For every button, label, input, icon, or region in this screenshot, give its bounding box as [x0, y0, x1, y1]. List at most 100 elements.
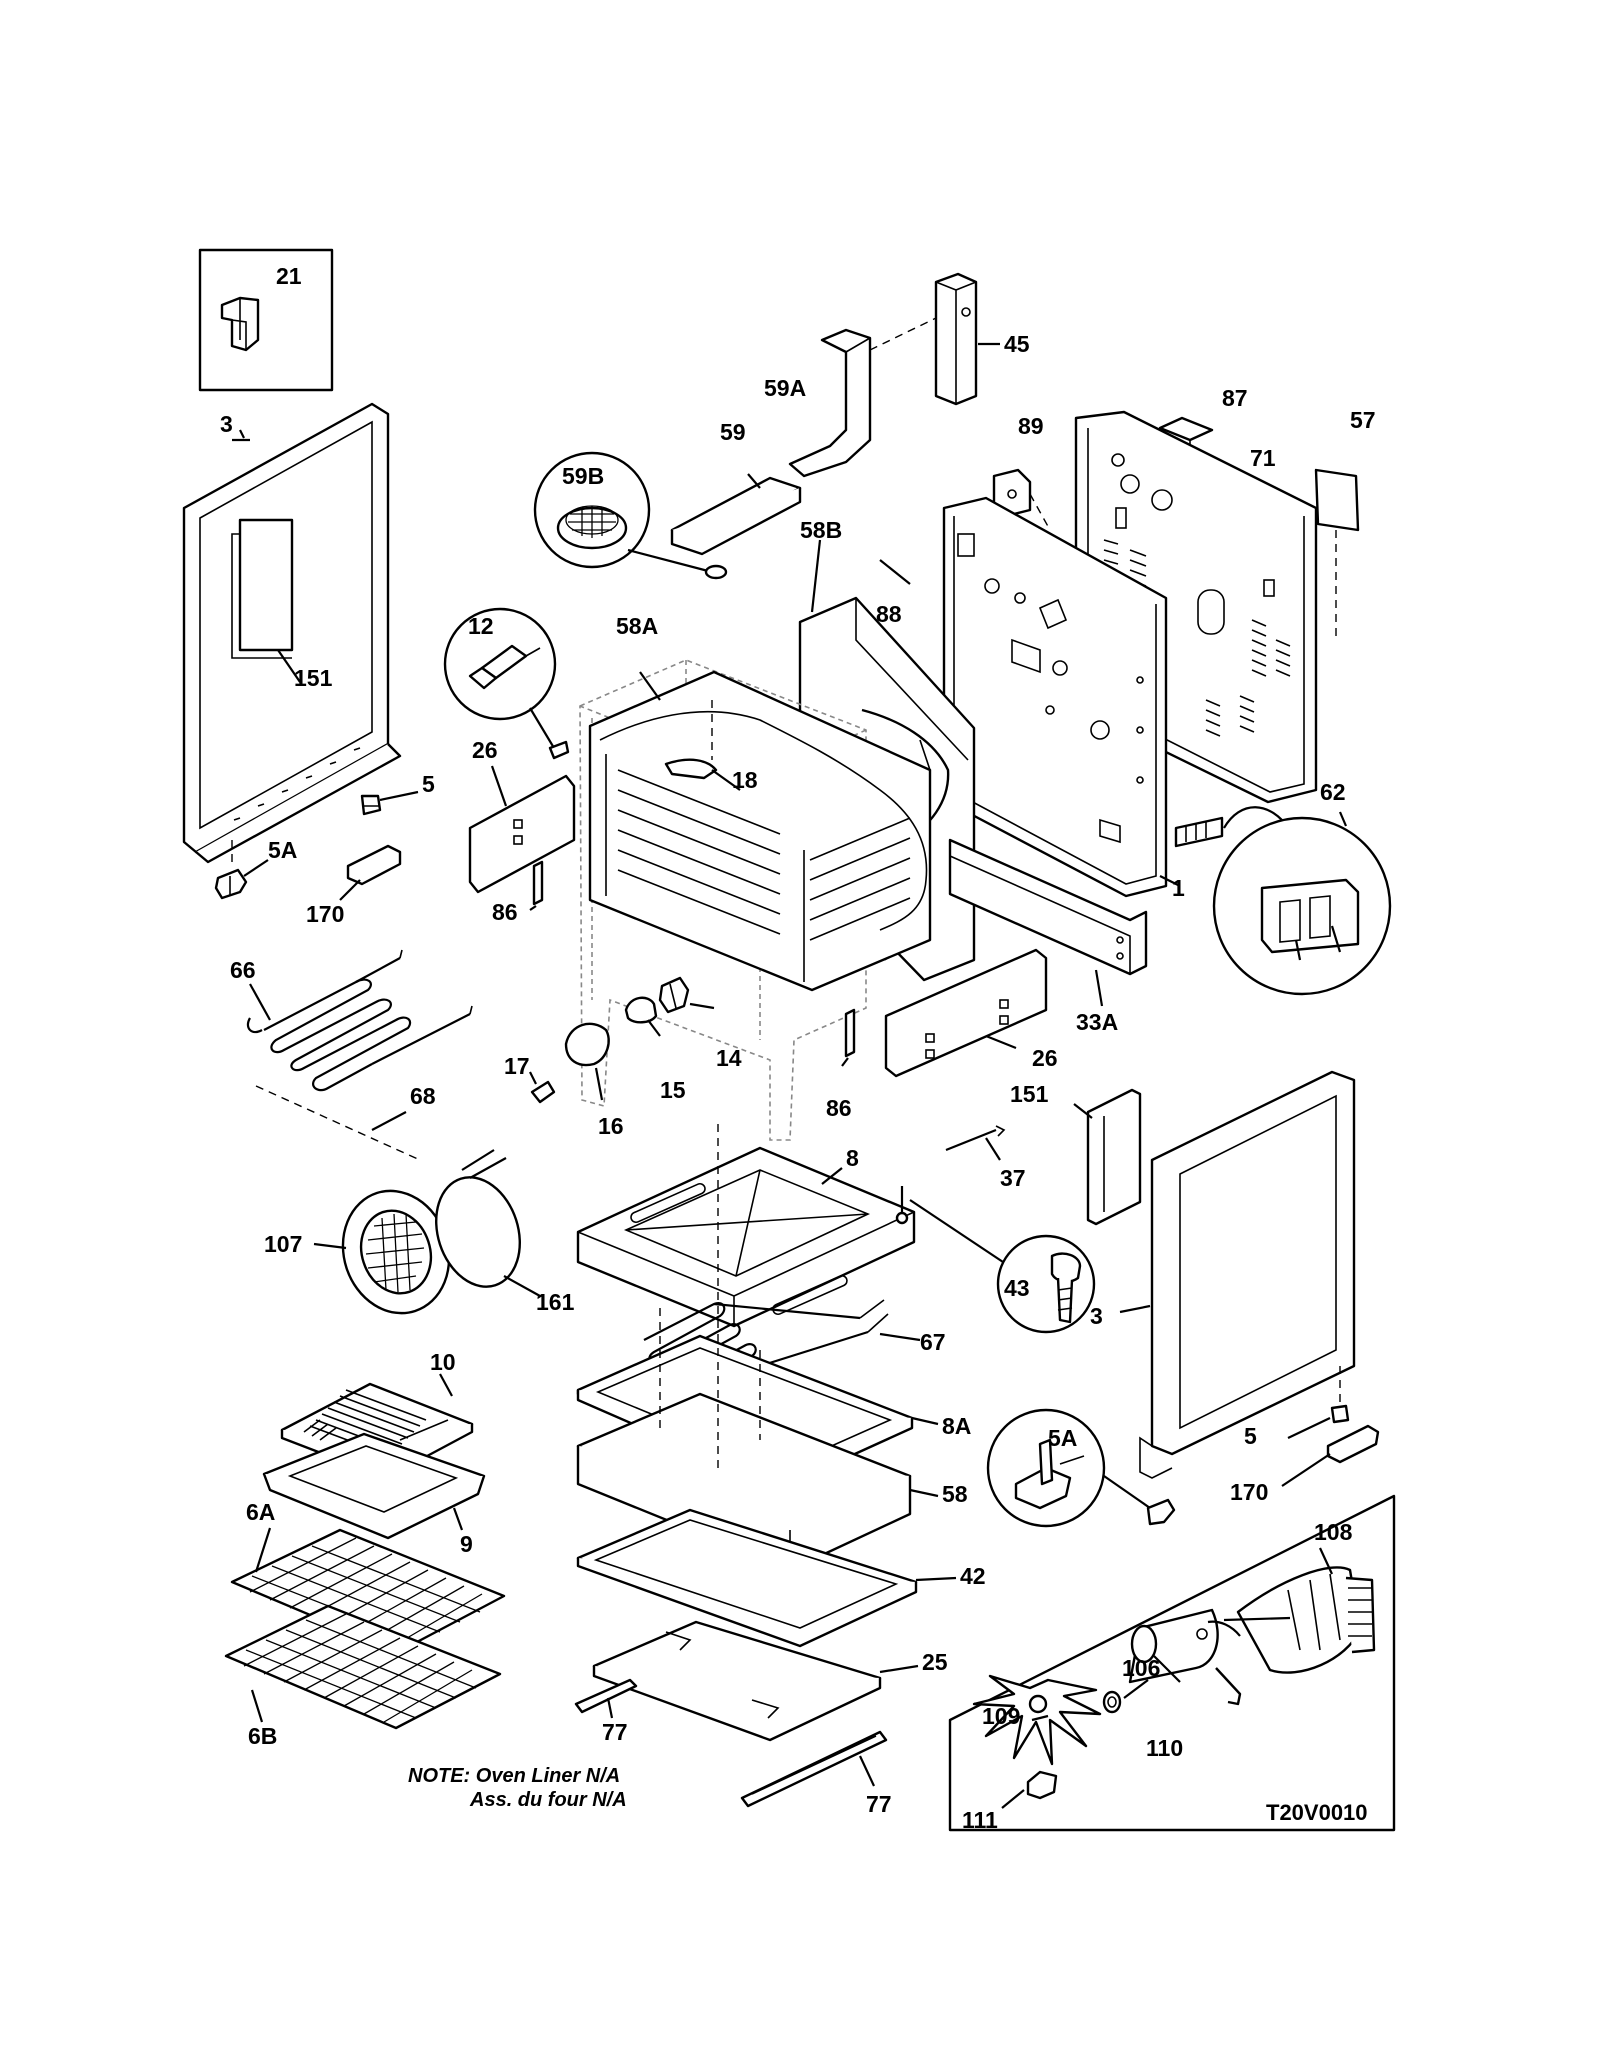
- part-43-inset: [895, 1186, 1096, 1334]
- callout-110: 110: [1146, 1735, 1183, 1761]
- callout-43: 43: [1004, 1275, 1030, 1301]
- part-42: [576, 1508, 957, 1648]
- part-161: [435, 1149, 541, 1297]
- part-5-right: [1287, 1366, 1350, 1439]
- callout-62: 62: [1320, 779, 1346, 805]
- callout-151-left: 151: [294, 665, 333, 691]
- part-58a-wrapper: [588, 670, 932, 992]
- part-77-right: [740, 1730, 888, 1808]
- callout-108: 108: [1314, 1519, 1353, 1545]
- callout-111: 111: [962, 1807, 998, 1833]
- callout-68: 68: [410, 1083, 436, 1109]
- callout-8a: 8A: [942, 1413, 971, 1439]
- callout-59: 59: [720, 419, 746, 445]
- part-33a: [948, 838, 1148, 1007]
- callout-3-left: 3: [220, 411, 233, 437]
- callout-170-right: 170: [1230, 1479, 1268, 1505]
- convection-fan-inset: [948, 1494, 1396, 1832]
- callout-12: 12: [468, 613, 494, 639]
- part-14: [658, 976, 715, 1014]
- part-5a-right-inset: [986, 1408, 1176, 1528]
- part-45: [934, 272, 1000, 406]
- part-16: [564, 1022, 610, 1101]
- part-1: [942, 496, 1181, 898]
- callout-33a: 33A: [1076, 1009, 1118, 1035]
- callout-9: 9: [460, 1531, 473, 1557]
- part-15: [624, 996, 661, 1037]
- part-25: [592, 1620, 919, 1742]
- part-62: [1174, 806, 1392, 996]
- callout-45: 45: [1004, 331, 1030, 357]
- callout-26-right: 26: [1032, 1045, 1058, 1071]
- part-9: [262, 1432, 486, 1540]
- callout-151-right: 151: [1010, 1081, 1049, 1107]
- callout-106: 106: [1122, 1655, 1160, 1681]
- callout-86-left: 86: [492, 899, 518, 925]
- part-170-right: [1281, 1424, 1380, 1487]
- part-37: [945, 1125, 1006, 1161]
- part-21-inset: [198, 248, 334, 392]
- drawing-code: T20V0010: [1266, 1800, 1368, 1825]
- callout-25: 25: [922, 1649, 948, 1675]
- part-5-left: [360, 790, 419, 816]
- callout-15: 15: [660, 1077, 686, 1103]
- callout-26-left: 26: [472, 737, 498, 763]
- part-57: [1314, 468, 1360, 640]
- part-66-element: [246, 949, 473, 1092]
- callout-5-right: 5: [1244, 1423, 1257, 1449]
- callout-18: 18: [732, 767, 758, 793]
- callout-6b: 6B: [248, 1723, 277, 1749]
- callout-37: 37: [1000, 1165, 1026, 1191]
- part-86-left: [529, 860, 544, 911]
- note-line-2: Ass. du four N/A: [469, 1789, 627, 1811]
- callout-labels: 21 45 59A 87 57 89 71 59 59B 58B 88 3 12…: [220, 263, 1376, 1833]
- callout-5-left: 5: [422, 771, 435, 797]
- note-line-1: NOTE: Oven Liner N/A: [408, 1765, 620, 1787]
- callout-161: 161: [536, 1289, 575, 1315]
- part-17: [529, 1071, 556, 1104]
- callout-58b: 58B: [800, 517, 842, 543]
- callout-77-left: 77: [602, 1719, 628, 1745]
- part-26-left: [468, 765, 576, 894]
- part-58: [576, 1124, 939, 1572]
- callout-10: 10: [430, 1349, 456, 1375]
- part-8: [576, 1146, 916, 1328]
- part-107: [313, 1189, 451, 1315]
- callout-88: 88: [876, 601, 902, 627]
- part-26-right: [884, 948, 1048, 1078]
- callout-42: 42: [960, 1563, 986, 1589]
- callout-89: 89: [1018, 413, 1044, 439]
- part-170-left: [339, 844, 402, 901]
- callout-57: 57: [1350, 407, 1376, 433]
- part-5a-left: [214, 840, 269, 900]
- callout-77-right: 77: [866, 1791, 892, 1817]
- part-86-right: [841, 1008, 856, 1067]
- part-59a: [788, 317, 937, 478]
- callout-5a-left: 5A: [268, 837, 297, 863]
- callout-58: 58: [942, 1481, 968, 1507]
- callout-71: 71: [1250, 445, 1276, 471]
- callout-17: 17: [504, 1053, 530, 1079]
- callout-107: 107: [264, 1231, 302, 1257]
- callout-1: 1: [1172, 875, 1185, 901]
- callout-14: 14: [716, 1045, 742, 1071]
- part-77-left: [574, 1678, 638, 1719]
- part-6b: [224, 1604, 502, 1730]
- callout-3-right: 3: [1090, 1303, 1103, 1329]
- callout-59a: 59A: [764, 375, 806, 401]
- callout-6a: 6A: [246, 1499, 275, 1525]
- callout-59b: 59B: [562, 463, 604, 489]
- callout-8: 8: [846, 1145, 859, 1171]
- part-12-inset: [443, 607, 570, 760]
- callout-16: 16: [598, 1113, 624, 1139]
- callout-5a-right: 5A: [1048, 1425, 1077, 1451]
- part-3-left: [182, 402, 402, 864]
- callout-86-right: 86: [826, 1095, 852, 1121]
- part-151-right: [1073, 1088, 1142, 1226]
- callout-21: 21: [276, 263, 302, 289]
- callout-67: 67: [920, 1329, 946, 1355]
- callout-109: 109: [982, 1703, 1020, 1729]
- callout-87: 87: [1222, 385, 1248, 411]
